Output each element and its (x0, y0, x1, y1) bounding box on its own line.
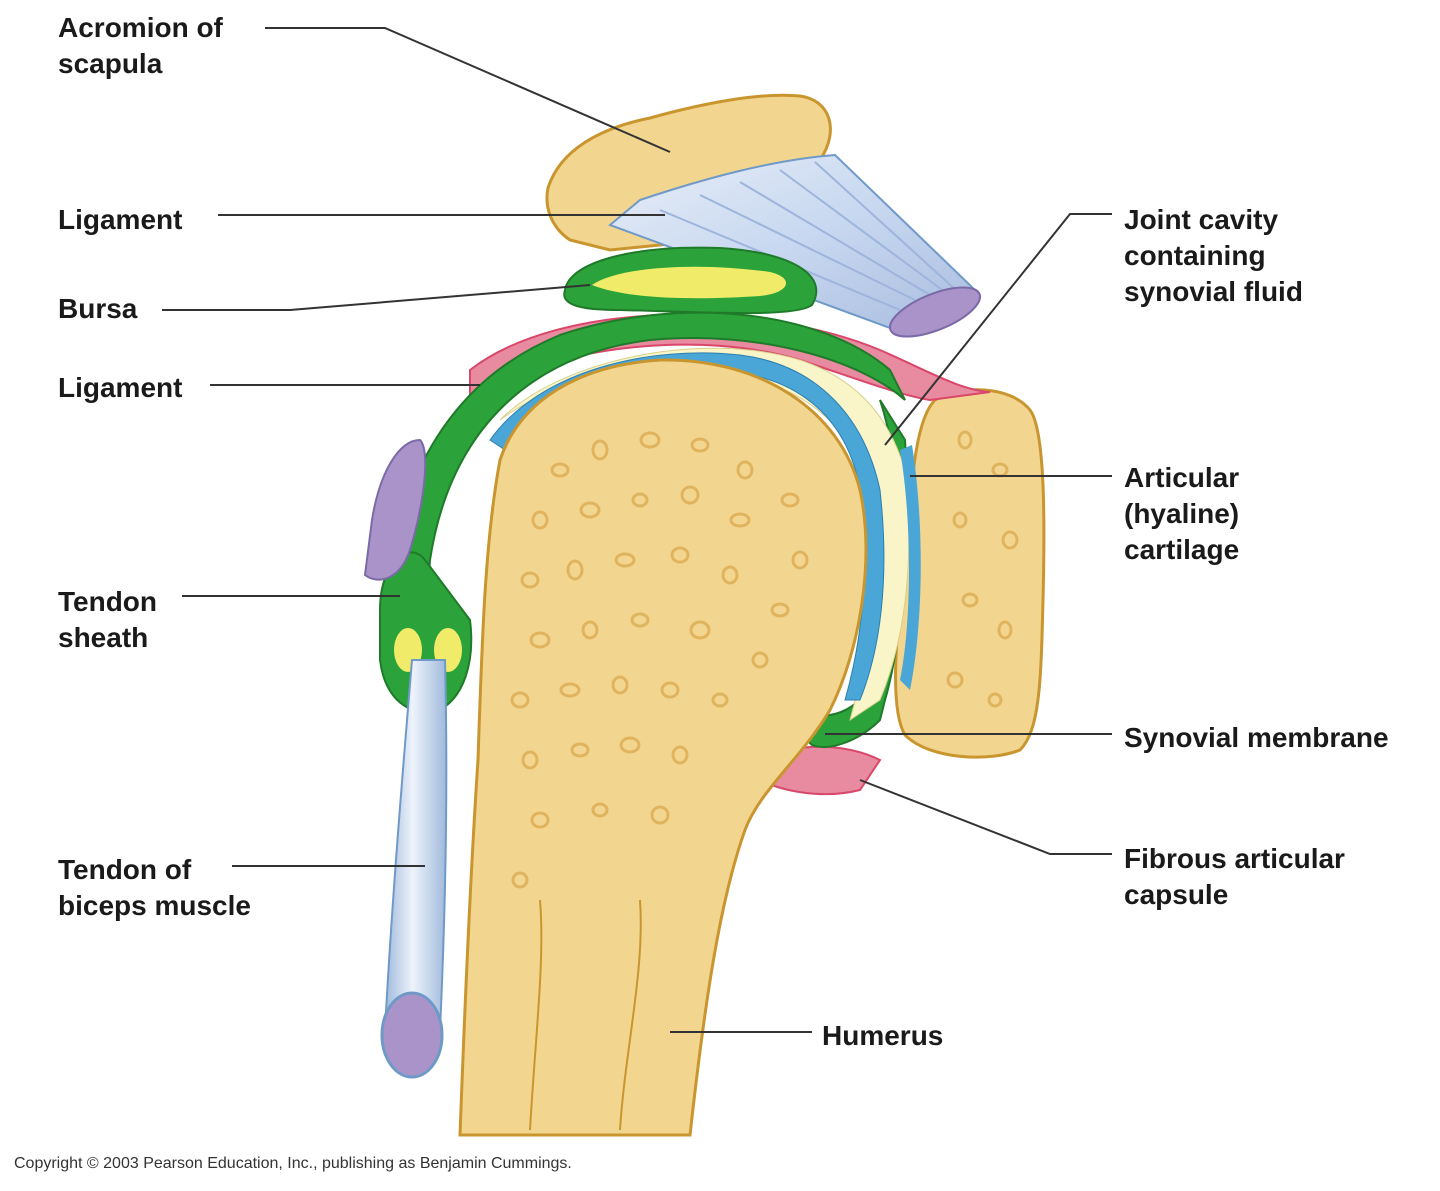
fibrous-capsule-leader (859, 779, 1112, 855)
label-tendon-sheath: Tendon sheath (58, 586, 158, 653)
biceps-tendon-end (380, 991, 444, 1079)
synovial-membrane-shape (378, 311, 906, 703)
label-articular-cartilage: Articular (hyaline) cartilage (1124, 462, 1240, 565)
copyright-text: Copyright © 2003 Pearson Education, Inc.… (14, 1155, 572, 1172)
ligament-end (888, 286, 982, 338)
acromion-leader (265, 27, 671, 153)
label-ligament-top: Ligament (58, 204, 183, 235)
label-acromion: Acromion of scapula (58, 12, 223, 79)
label-humerus: Humerus (822, 1020, 944, 1051)
biceps-tendon-shape (383, 659, 448, 1031)
label-joint-cavity: Joint cavity containing synovial fluid (1124, 204, 1303, 307)
label-fibrous-capsule: Fibrous articular capsule (1124, 843, 1345, 910)
bursa-leader (162, 284, 591, 311)
bone-texture (510, 431, 809, 889)
label-bursa: Bursa (58, 293, 138, 324)
label-synovial-membrane: Synovial membrane (1124, 722, 1389, 753)
upper-tendon-piece (363, 438, 427, 581)
label-tendon-biceps: Tendon of biceps muscle (58, 854, 251, 921)
joint-cavity-leader (884, 213, 1112, 446)
label-ligament-mid: Ligament (58, 372, 183, 403)
bone-canal (529, 899, 642, 1131)
humerus-shape (458, 358, 868, 1137)
leader-lines (162, 27, 1112, 1033)
